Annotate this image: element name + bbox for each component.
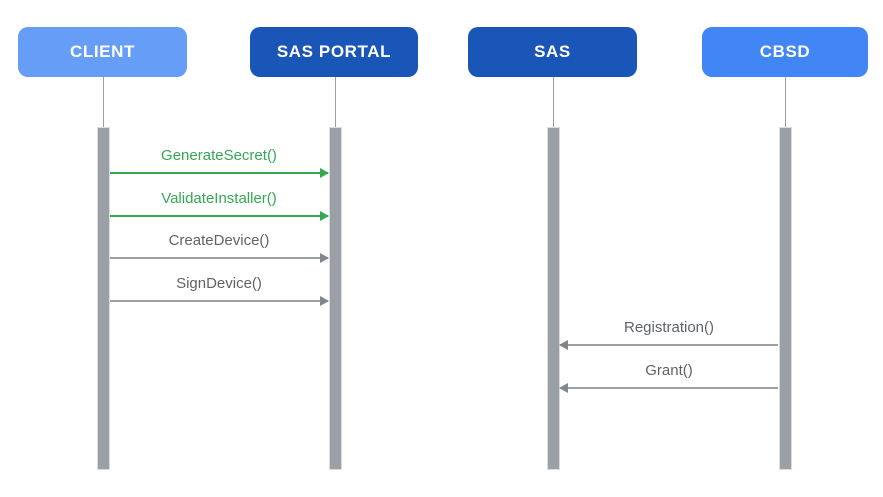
message-create-device: CreateDevice()	[110, 232, 329, 263]
message-validate-installer-arrow	[110, 211, 329, 221]
activation-bar-client	[97, 127, 110, 470]
lifeline-sas	[553, 77, 554, 127]
arrow-right-icon	[320, 253, 329, 263]
message-grant-arrow	[559, 383, 778, 393]
lifeline-cbsd	[785, 77, 786, 127]
arrow-right-icon	[320, 296, 329, 306]
actor-cbsd: CBSD	[702, 27, 868, 77]
message-grant-label: Grant()	[645, 362, 693, 379]
actor-cbsd-label: CBSD	[759, 42, 811, 61]
actor-sas-portal-label: SAS PORTAL	[276, 42, 392, 61]
arrow-left-icon	[559, 383, 568, 393]
arrow-left-icon	[559, 340, 568, 350]
message-generate-secret-arrow	[110, 168, 329, 178]
message-create-device-label: CreateDevice()	[168, 232, 270, 249]
message-validate-installer: ValidateInstaller()	[110, 190, 329, 221]
message-sign-device-label: SignDevice()	[176, 275, 262, 292]
actor-sas-portal: SAS PORTAL	[250, 27, 418, 77]
message-grant: Grant()	[559, 362, 778, 393]
actor-sas-label: SAS	[534, 42, 571, 61]
arrow-right-icon	[320, 168, 329, 178]
activation-bar-sas-portal	[329, 127, 342, 470]
message-sign-device: SignDevice()	[110, 275, 329, 306]
arrow-right-icon	[320, 211, 329, 221]
message-generate-secret: GenerateSecret()	[110, 147, 329, 178]
actor-client: CLIENT	[18, 27, 187, 77]
lifeline-sas-portal	[335, 77, 336, 127]
actor-sas: SAS	[468, 27, 637, 77]
actor-client-label: CLIENT	[70, 42, 135, 61]
message-generate-secret-label: GenerateSecret()	[161, 147, 277, 164]
message-create-device-arrow	[110, 253, 329, 263]
lifeline-client	[103, 77, 104, 127]
activation-bar-cbsd	[779, 127, 792, 470]
message-registration-label: Registration()	[623, 319, 715, 336]
message-validate-installer-label: ValidateInstaller()	[161, 190, 277, 207]
message-registration: Registration()	[559, 319, 778, 350]
activation-bar-sas	[547, 127, 560, 470]
message-registration-arrow	[559, 340, 778, 350]
message-sign-device-arrow	[110, 296, 329, 306]
